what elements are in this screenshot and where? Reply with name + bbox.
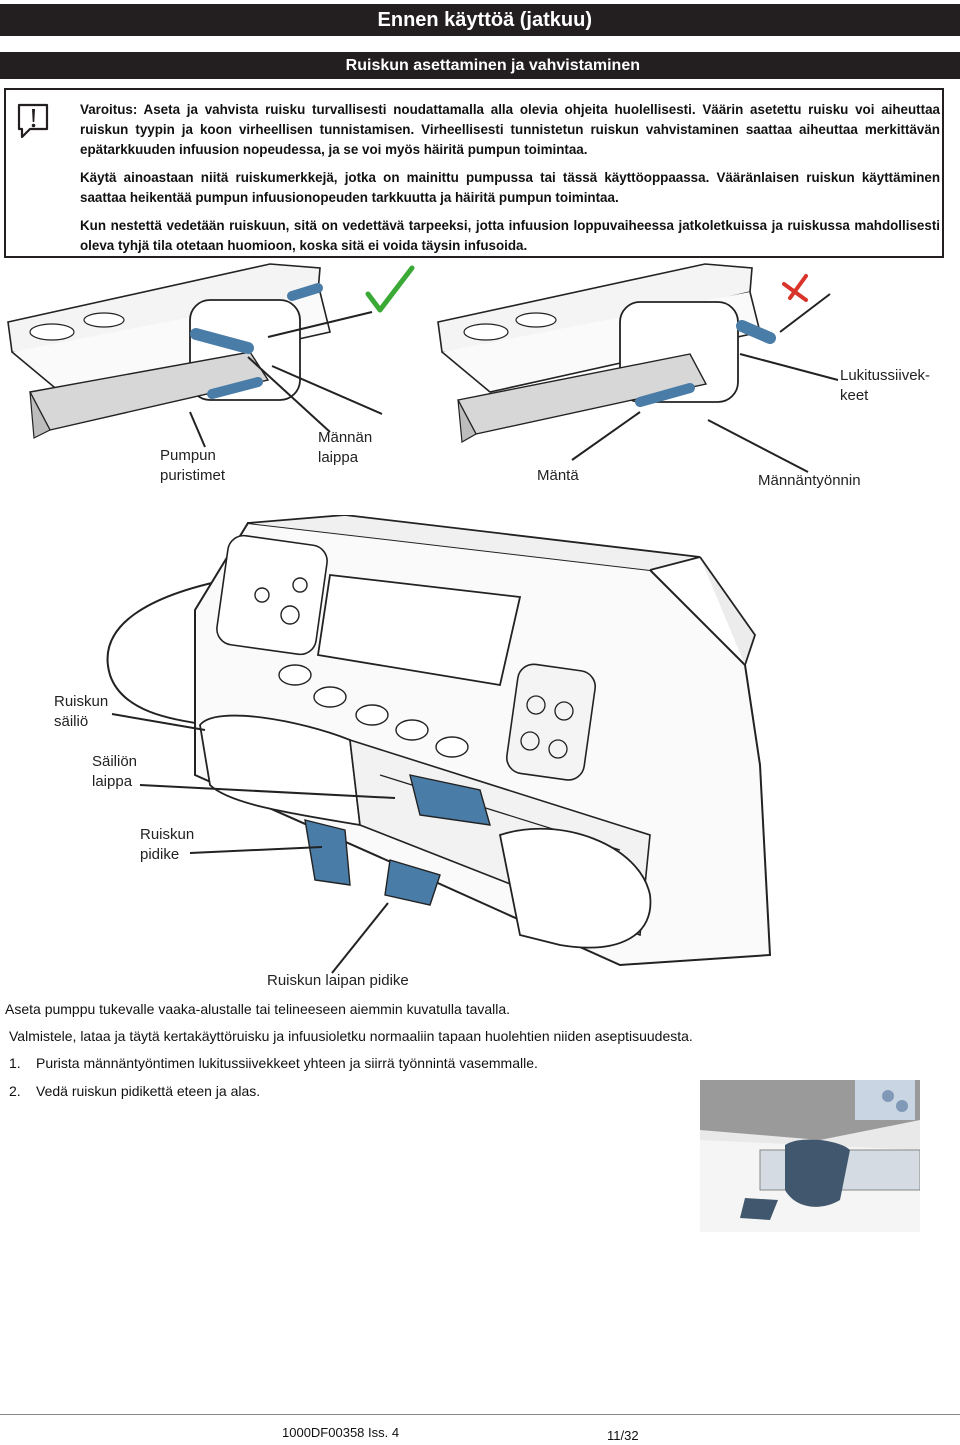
cross-mark-icon (782, 274, 808, 302)
warning-box: Varoitus: Aseta ja vahvista ruisku turva… (4, 88, 944, 258)
warning-exclamation-icon (17, 103, 49, 139)
step-1-text: Purista männäntyöntimen lukitussiivekkee… (36, 1055, 538, 1071)
syringe-pump-figure (106, 515, 772, 974)
warning-paragraph-1: Varoitus: Aseta ja vahvista ruisku turva… (80, 102, 940, 157)
page-title: Ennen käyttöä (jatkuu) (0, 4, 960, 36)
footer-rule (0, 1414, 960, 1415)
left-pump-illustration (7, 263, 383, 448)
warning-paragraph-2: Käytä ainoastaan niitä ruiskumerkkejä, j… (80, 170, 940, 205)
instruction-line-1: Aseta pumppu tukevalle vaaka-alustalle t… (5, 1001, 511, 1017)
step-1-number: 1. (9, 1055, 21, 1071)
syringe-holder-photo (700, 1080, 920, 1232)
document-id: 1000DF00358 Iss. 4 (282, 1425, 400, 1440)
section-title: Ruiskun asettaminen ja vahvistaminen (0, 52, 960, 79)
label-mannantyonnin: Männäntyönnin (758, 472, 861, 489)
plunger-clamp-figure (7, 263, 839, 473)
step-2-text: Vedä ruiskun pidikettä eteen ja alas. (36, 1083, 261, 1099)
instruction-line-2: Valmistele, lataa ja täytä kertakäyttöru… (9, 1028, 693, 1044)
step-2-number: 2. (9, 1083, 21, 1099)
label-ruiskun-laipan-pidike: Ruiskun laipan pidike (267, 972, 409, 989)
right-pump-illustration (437, 263, 839, 473)
label-manta: Mäntä (537, 467, 579, 484)
check-mark-icon (365, 265, 415, 313)
warning-paragraph-3: Kun nestettä vedetään ruiskuun, sitä on … (80, 218, 940, 253)
page-number: 11/32 (607, 1428, 639, 1443)
label-lukitussiivekkeet: Lukitussiivek-keet (840, 367, 931, 404)
